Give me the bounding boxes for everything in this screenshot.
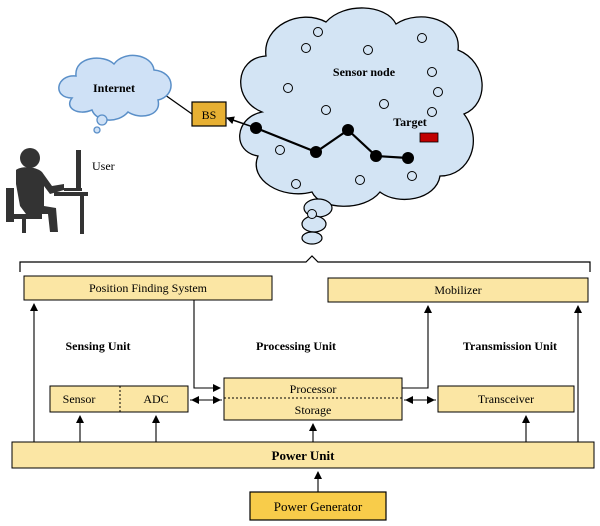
- power-unit-box: [11, 441, 595, 469]
- power-unit-label: Power Unit: [272, 448, 336, 463]
- thought-bubble: [96, 114, 108, 126]
- relay-node: [342, 124, 354, 136]
- sensor-node: [433, 87, 443, 97]
- chair-seat: [8, 214, 42, 219]
- chair-leg: [22, 219, 26, 233]
- position-finding-box: [23, 275, 273, 301]
- monitor: [76, 150, 81, 190]
- user-body: [16, 167, 64, 232]
- transceiver-label: Transceiver: [478, 392, 534, 406]
- sensor-node: [291, 179, 301, 189]
- mobilizer-label: Mobilizer: [434, 283, 481, 297]
- sensor-node: [379, 99, 389, 109]
- sensor-node: [355, 175, 365, 185]
- sensor-node: [427, 107, 437, 117]
- relay-node: [310, 146, 322, 158]
- storage-label: Storage: [295, 403, 332, 417]
- processor-label: Processor: [290, 382, 337, 396]
- adc-label: ADC: [143, 392, 168, 406]
- sensor-node: [313, 27, 323, 37]
- target-marker: [419, 132, 439, 143]
- sensor-node: [283, 83, 293, 93]
- transmission-unit-heading: Transmission Unit: [463, 339, 557, 353]
- keyboard: [64, 188, 82, 191]
- thought-bubble: [301, 231, 323, 245]
- thought-bubble: [93, 126, 101, 134]
- processing-unit-heading: Processing Unit: [256, 339, 336, 353]
- mobilizer-box: [327, 277, 589, 303]
- user-head: [20, 148, 40, 168]
- sensing-unit-heading: Sensing Unit: [65, 339, 130, 353]
- relay-node: [370, 150, 382, 162]
- transceiver-box: [437, 385, 575, 413]
- sensor-node: [307, 209, 317, 219]
- sensor-node: [301, 43, 311, 53]
- user-label: User: [92, 159, 115, 173]
- sensor-node: [321, 105, 331, 115]
- desk-leg: [80, 196, 84, 234]
- sensor-nodes: [275, 27, 443, 219]
- power-generator-label: Power Generator: [274, 499, 363, 514]
- sensor-label: Sensor: [63, 392, 96, 406]
- sensor-node: [275, 145, 285, 155]
- position-finding-label: Position Finding System: [89, 281, 208, 295]
- base-station-box: [191, 101, 227, 127]
- chair-back: [6, 188, 14, 222]
- sensor-node: [427, 67, 437, 77]
- internet-label: Internet: [93, 81, 135, 95]
- connectors: [30, 300, 582, 492]
- routing-path: [226, 116, 414, 164]
- sensor-adc-box: [49, 385, 189, 413]
- sensor-node: [407, 171, 417, 181]
- desk-top: [54, 192, 88, 196]
- user-at-computer-icon: [6, 148, 88, 234]
- base-station-label: BS: [202, 108, 217, 122]
- target-label: Target: [393, 115, 427, 129]
- sensor-node-cloud: [239, 7, 483, 245]
- sensor-node: [417, 33, 427, 43]
- sensor-node: [363, 45, 373, 55]
- sensor-node-label: Sensor node: [333, 65, 396, 79]
- relay-node: [402, 152, 414, 164]
- internet-cloud: [58, 54, 172, 134]
- grouping-brace: [19, 255, 591, 272]
- processor-storage-box: [223, 377, 403, 421]
